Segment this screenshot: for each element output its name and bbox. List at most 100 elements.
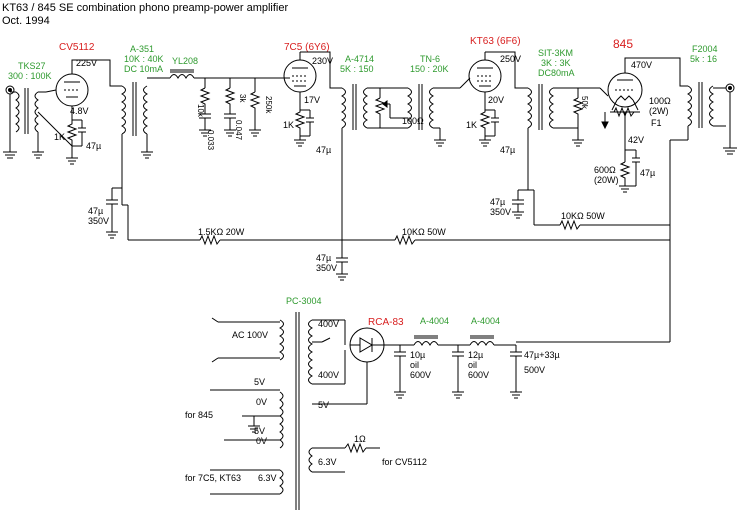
decoup-ca-rating: 350V xyxy=(88,216,109,226)
kt63-cathode-voltage: 20V xyxy=(488,95,504,105)
fil-7c5-label: 6.3V xyxy=(258,473,277,483)
tn6-transformer xyxy=(406,77,471,147)
845-cathode-voltage: 42V xyxy=(628,135,644,145)
kt63-rk: 1K xyxy=(466,120,477,130)
wire-stage3-plate xyxy=(485,51,528,89)
845-tube xyxy=(607,64,643,111)
7c5-cathode-voltage: 17V xyxy=(304,95,320,105)
sit3km-transformer xyxy=(526,84,578,190)
845-rk: 600Ω xyxy=(594,165,616,175)
rca83-label: RCA-83 xyxy=(368,317,404,328)
845-plate-voltage: 470V xyxy=(631,60,652,70)
psu-c2-value: 12µ xyxy=(468,350,483,360)
psu-c1-rating: 600V xyxy=(410,370,431,380)
f2004-name: F2004 xyxy=(692,44,718,54)
yl208-name: YL208 xyxy=(172,56,198,66)
a351-transformer xyxy=(120,82,153,159)
output-jack xyxy=(723,83,737,155)
pot-100ohm-label: 100Ω xyxy=(402,116,424,126)
fil-845-mid-label: 0V xyxy=(256,397,267,407)
output-transformer xyxy=(669,82,726,225)
input-transformer xyxy=(10,88,46,159)
eq-network xyxy=(199,78,261,137)
cv5112-cathode-voltage: 4.8V xyxy=(70,106,89,116)
eq-c1-label: 0.033 xyxy=(206,130,215,151)
7c5-rk: 1K xyxy=(283,120,294,130)
r-50k-label: 50k xyxy=(580,96,589,110)
sit3km-name: SIT-3KM xyxy=(538,48,573,58)
diagram-date: Oct. 1994 xyxy=(2,15,50,27)
decoup-rc-label: 10KΩ 50W xyxy=(561,211,605,221)
845-hum-pot xyxy=(601,106,640,193)
845-hum-pot-rating: (2W) xyxy=(649,106,669,116)
psu-c3-rating: 500V xyxy=(524,365,545,375)
fil-cv5112-r-label: 1Ω xyxy=(354,434,366,444)
845-rk-rating: (20W) xyxy=(594,175,619,185)
wire-stage2-plate xyxy=(300,51,342,89)
a351-name: A-351 xyxy=(130,44,154,54)
cv5112-cathode-rc xyxy=(37,111,86,165)
kt63-cathode-rc xyxy=(479,108,499,147)
kt63-label: KT63 (6F6) xyxy=(470,36,521,47)
sit3km-current: DC80mA xyxy=(538,68,575,78)
decoupling-network xyxy=(106,150,671,342)
cv5112-label: CV5112 xyxy=(59,42,95,53)
decoup-cb-value: 47µ xyxy=(316,253,331,263)
a4714-name: A-4714 xyxy=(345,54,374,64)
fil-845-zero-label: 0V xyxy=(256,436,267,446)
cv5112-plate-voltage: 225V xyxy=(76,58,97,68)
psu-c3-value: 47µ+33µ xyxy=(524,350,560,360)
rca83-rectifier xyxy=(312,327,400,405)
wire-845-plate xyxy=(624,57,688,87)
7c5-label: 7C5 (6Y6) xyxy=(284,42,330,53)
cv5112-filament-winding xyxy=(308,442,380,473)
tn6-ratio: 150 : 20K xyxy=(410,64,449,74)
rect-heater-label: 5V xyxy=(318,400,329,410)
decoup-rb-label: 10KΩ 50W xyxy=(402,227,446,237)
ac-input-label: AC 100V xyxy=(232,330,268,340)
psu-filter xyxy=(394,335,670,399)
pc3004-label: PC-3004 xyxy=(286,296,322,306)
fil-845-top-label: 5V xyxy=(254,377,265,387)
tks27-name: TKS27 xyxy=(18,61,46,71)
diagram-title: KT63 / 845 SE combination phono preamp-p… xyxy=(2,2,288,14)
cv5112-ck: 47µ xyxy=(86,141,101,151)
yl208-choke xyxy=(147,69,290,80)
f2004-ratio: 5k : 16 xyxy=(690,54,717,64)
choke2-label: A-4004 xyxy=(471,316,500,326)
hv-bottom-label: 400V xyxy=(318,370,339,380)
a4714-ratio: 5K : 150 xyxy=(340,64,374,74)
eq-r2-label: 3k xyxy=(238,94,247,103)
decoup-cb-rating: 350V xyxy=(316,263,337,273)
fil-cv5112-label: 6.3V xyxy=(318,457,337,467)
7c5-ck: 47µ xyxy=(316,145,331,155)
845-label: 845 xyxy=(613,37,633,51)
eq-r3-label: 250k xyxy=(264,96,273,114)
eq-c2-label: 0.047 xyxy=(234,120,243,141)
pot-100ohm xyxy=(374,87,408,129)
cv5112-rk: 1K xyxy=(54,132,65,142)
ac-input xyxy=(211,317,230,363)
psu-c2-type: oil xyxy=(468,360,477,370)
7c5-filament-winding xyxy=(210,469,284,495)
845-hum-pot-label: 100Ω xyxy=(649,96,671,106)
845-filament-winding xyxy=(210,389,284,449)
tks27-ratio: 300 : 100K xyxy=(8,71,52,81)
fil-845-bot-label: 5V xyxy=(254,426,265,436)
7c5-cathode-rc xyxy=(294,108,314,147)
845-fuse-label: F1 xyxy=(651,118,662,128)
7c5-plate-voltage: 230V xyxy=(312,56,333,66)
choke1-label: A-4004 xyxy=(420,316,449,326)
a4714-transformer xyxy=(340,84,380,250)
psu-c1-value: 10µ xyxy=(410,350,425,360)
decoup-cc-value: 47µ xyxy=(490,197,505,207)
a351-ratio: 10K : 40K xyxy=(124,54,164,64)
tn6-name: TN-6 xyxy=(420,54,440,64)
eq-r1-label: 10k xyxy=(196,104,205,118)
fil-845-label: for 845 xyxy=(185,410,213,420)
a351-current: DC 10mA xyxy=(124,64,163,74)
hv-top-label: 400V xyxy=(318,319,339,329)
power-transformer xyxy=(230,312,346,510)
input-jack xyxy=(3,85,17,159)
decoup-ra-label: 1.5KΩ 20W xyxy=(198,227,245,237)
